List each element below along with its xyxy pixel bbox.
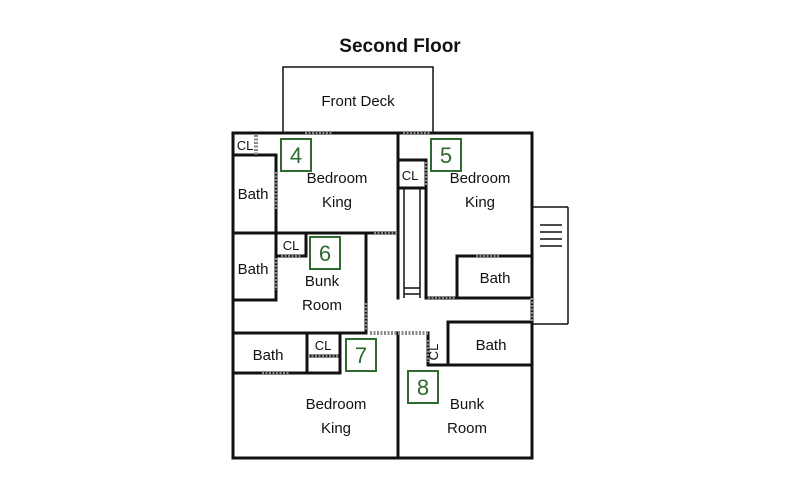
room-type: King [322,194,352,211]
closet-label: CL [426,344,441,361]
room-type: Room [302,297,342,314]
room-number-box [309,236,341,270]
room-name: Bedroom [450,170,511,187]
bath-label: Bath [238,186,269,203]
room-number-box [345,338,377,372]
room-number: 8 [417,375,429,400]
room-type: Room [447,420,487,437]
front-deck-label: Front Deck [321,93,395,110]
plan-title: Second Floor [339,36,461,57]
room-name: Bedroom [307,170,368,187]
room-name: Bunk [305,273,340,290]
bath-label: Bath [476,337,507,354]
room-name: Bedroom [306,396,367,413]
bath-label: Bath [480,270,511,287]
room-number-box [430,138,462,172]
closet-label: CL [283,238,300,253]
room-number: 5 [440,143,452,168]
closet-label: CL [402,168,419,183]
room-number: 7 [355,343,367,368]
room-name: Bunk [450,396,485,413]
bath-label: Bath [238,261,269,278]
room-number-box [280,138,312,172]
room-number: 4 [290,143,302,168]
room-number-box [407,370,439,404]
room-type: King [465,194,495,211]
bath-label: Bath [253,347,284,364]
room-type: King [321,420,351,437]
closet-label: CL [315,338,332,353]
closet-label: CL [237,138,254,153]
room-number: 6 [319,241,331,266]
